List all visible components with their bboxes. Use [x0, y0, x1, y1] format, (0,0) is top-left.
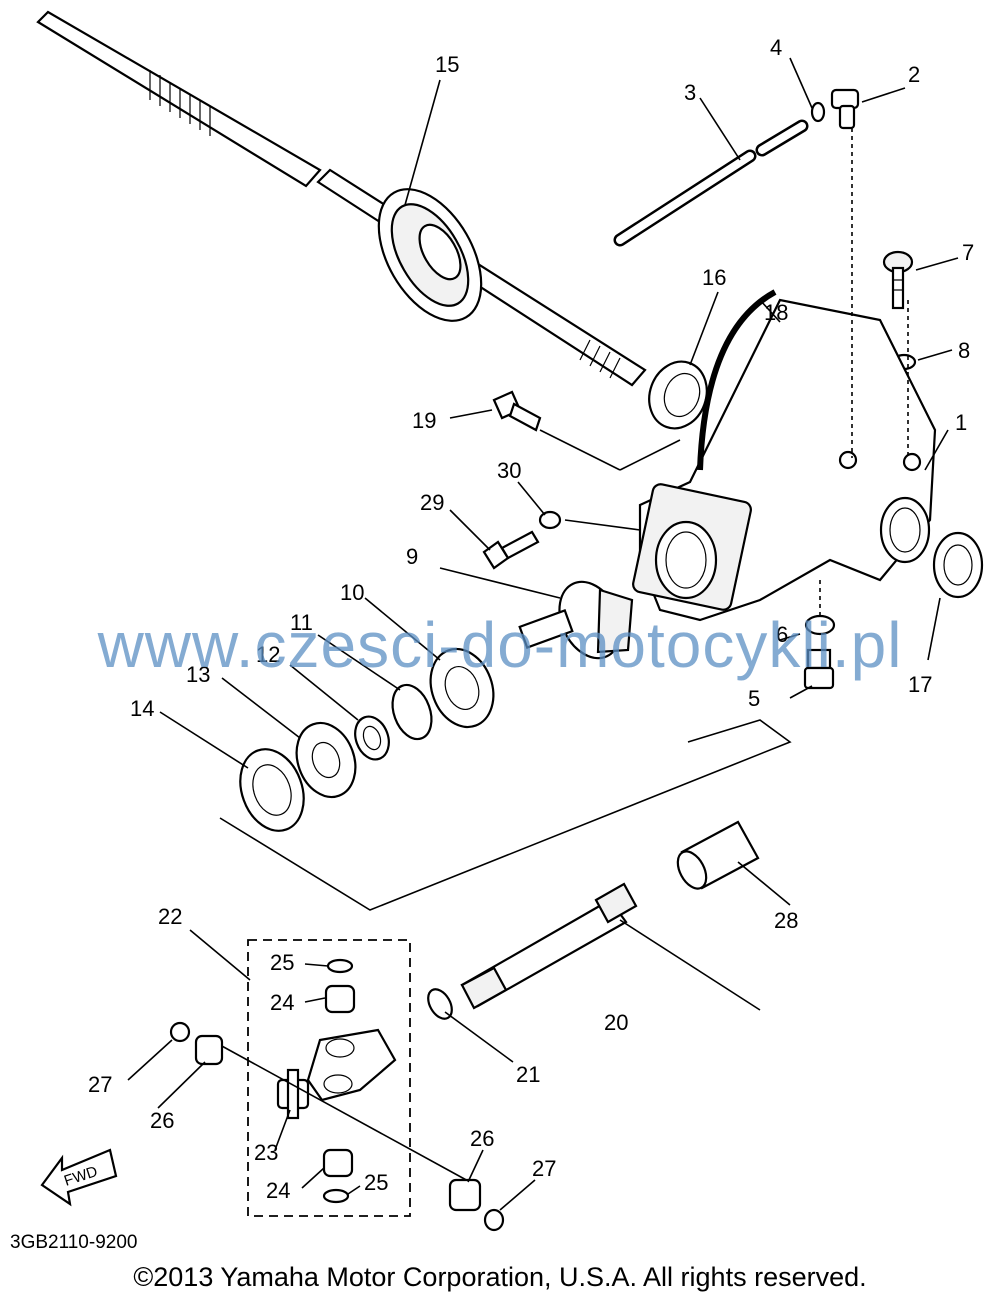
bearing-cup-26a-part[interactable] — [194, 1034, 224, 1066]
bolt-19-part[interactable] — [492, 390, 542, 432]
copyright-text: ©2013 Yamaha Motor Corporation, U.S.A. A… — [133, 1262, 867, 1292]
watermark-text: www.czesci-do-motocykli.pl — [97, 609, 903, 681]
spider-23-part[interactable] — [276, 1068, 310, 1120]
label-27a: 27 — [88, 1072, 112, 1097]
yoke-part[interactable] — [306, 1028, 397, 1102]
drain-bolt-5-part[interactable] — [803, 648, 835, 690]
label-17: 17 — [908, 672, 932, 697]
diagram-code: 3GB2110-9200 — [10, 1232, 138, 1253]
filler-bolt-part[interactable] — [882, 250, 914, 310]
gear-case-part[interactable] — [632, 298, 937, 622]
oil-seal-17-part[interactable] — [932, 531, 984, 599]
bearing-cup-26b-part[interactable] — [448, 1178, 482, 1212]
label-25a: 25 — [270, 950, 294, 975]
o-ring-11-part[interactable] — [386, 680, 439, 745]
label-11: 11 — [290, 610, 313, 635]
circlip-21-part[interactable] — [423, 985, 456, 1023]
label-5: 5 — [748, 686, 760, 711]
washer-27b-part[interactable] — [483, 1208, 505, 1232]
hose-clip-part[interactable] — [810, 101, 826, 123]
o-ring-18-part[interactable] — [697, 289, 777, 471]
label-1: 1 — [955, 410, 967, 435]
label-14: 14 — [130, 696, 154, 721]
label-27b: 27 — [532, 1156, 556, 1181]
label-21: 21 — [516, 1062, 540, 1087]
leader-lines — [127, 57, 959, 1211]
bearing-cup-24a-part[interactable] — [324, 984, 356, 1014]
label-8: 8 — [958, 338, 970, 363]
circlip-25b-part[interactable] — [322, 1188, 350, 1204]
label-24a: 24 — [270, 990, 294, 1015]
label-24b: 24 — [266, 1178, 290, 1203]
label-12: 12 — [256, 642, 280, 667]
bearing-cup-24b-part[interactable] — [322, 1148, 354, 1178]
pinion-gear-part[interactable] — [518, 572, 634, 668]
circlip-25a-part[interactable] — [326, 958, 354, 974]
breather-joint-part[interactable] — [830, 88, 860, 130]
label-6: 6 — [776, 622, 788, 647]
label-20: 20 — [604, 1010, 628, 1035]
label-16: 16 — [702, 265, 726, 290]
label-28: 28 — [774, 908, 798, 933]
label-25b: 25 — [364, 1170, 388, 1195]
label-2: 2 — [908, 62, 920, 87]
drive-shaft-part[interactable] — [460, 882, 638, 1010]
universal-joint-box — [247, 939, 411, 1217]
bearing-retainer-part[interactable] — [229, 740, 314, 839]
label-7: 7 — [962, 240, 974, 265]
label-4: 4 — [770, 35, 782, 60]
label-19: 19 — [412, 408, 436, 433]
label-30: 30 — [497, 458, 521, 483]
fwd-arrow-icon: FWD — [40, 1148, 118, 1207]
breather-hose-part[interactable] — [613, 119, 809, 247]
label-29: 29 — [420, 490, 444, 515]
washer-30-part[interactable] — [538, 510, 562, 530]
label-10: 10 — [340, 580, 364, 605]
label-26b: 26 — [470, 1126, 494, 1151]
coupling-28-part[interactable] — [672, 820, 760, 893]
label-3: 3 — [684, 80, 696, 105]
washer-27a-part[interactable] — [169, 1021, 191, 1043]
label-15: 15 — [435, 52, 459, 77]
label-13: 13 — [186, 662, 210, 687]
bearing-10-part[interactable] — [420, 640, 504, 736]
label-23: 23 — [254, 1140, 278, 1165]
axle-shaft-part[interactable] — [36, 10, 647, 387]
label-22: 22 — [158, 904, 182, 929]
label-18: 18 — [764, 300, 788, 325]
ring-gear-part[interactable] — [358, 172, 503, 339]
bearing-13-part[interactable] — [287, 715, 366, 806]
bearing-12-part[interactable] — [349, 712, 394, 764]
label-9: 9 — [406, 544, 418, 569]
label-26a: 26 — [150, 1108, 174, 1133]
part-numbers: 1 2 3 4 5 6 7 8 9 10 11 12 13 14 15 16 1… — [88, 35, 974, 1203]
bolt-29-part[interactable] — [482, 530, 540, 570]
